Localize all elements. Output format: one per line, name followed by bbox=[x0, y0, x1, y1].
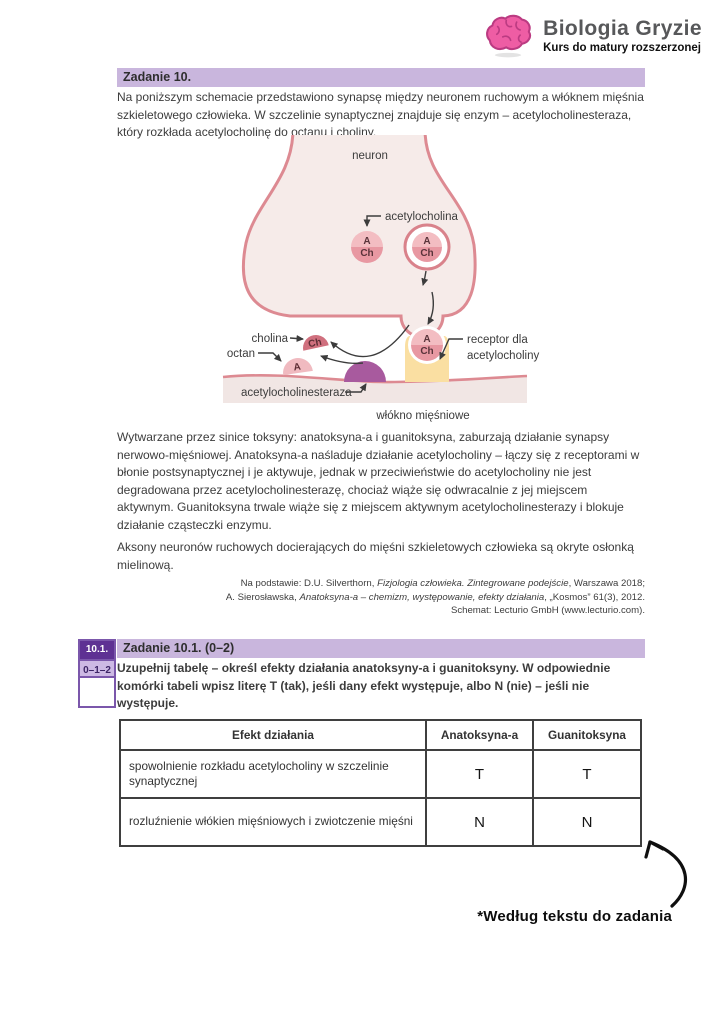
col-header-anatoksyna: Anatoksyna-a bbox=[425, 719, 534, 751]
citation-text: , „Kosmos” 61(3), 2012. bbox=[544, 591, 645, 603]
answer-cell-anatoksyna[interactable]: T bbox=[425, 749, 534, 799]
answer-cell-guanitoksyna[interactable]: N bbox=[532, 797, 642, 847]
source-citation: Na podstawie: D.U. Silverthorn, Fizjolog… bbox=[117, 577, 645, 618]
task10-axons-paragraph: Aksony neuronów ruchowych docierających … bbox=[117, 540, 634, 572]
citation-text: A. Sierosławska, bbox=[225, 591, 300, 603]
annotation-arrow bbox=[644, 840, 688, 908]
answer-table: Efekt działania Anatoksyna-a Guanitoksyn… bbox=[119, 719, 642, 847]
citation-text: Na podstawie: D.U. Silverthorn, bbox=[240, 578, 378, 589]
svg-text:A: A bbox=[423, 236, 430, 247]
muscle-band bbox=[223, 375, 527, 403]
citation-line-3: Schemat: Lecturio GmbH (www.lecturio.com… bbox=[450, 605, 645, 617]
label-receptor-1: receptor dla bbox=[467, 334, 528, 346]
citation-text: , Warszawa 2018; bbox=[568, 578, 645, 589]
badge-points-scale: 0–1–2 bbox=[80, 659, 114, 678]
svg-text:A: A bbox=[423, 334, 430, 345]
effect-cell: rozluźnienie włókien mięśniowych i zwiot… bbox=[119, 797, 427, 847]
col-header-guanitoksyna: Guanitoksyna bbox=[532, 719, 642, 751]
label-acetylocholinesteraza: acetylocholinesteraza bbox=[241, 387, 352, 399]
effect-cell: spowolnienie rozkładu acetylocholiny w s… bbox=[119, 749, 427, 799]
label-octan: octan bbox=[227, 348, 255, 360]
col-header-effect: Efekt działania bbox=[119, 719, 427, 751]
answer-cell-guanitoksyna[interactable]: T bbox=[532, 749, 642, 799]
label-acetylocholina: acetylocholina bbox=[385, 211, 458, 223]
task101-header-banner: Zadanie 10.1. (0–2) bbox=[117, 639, 645, 658]
octan-molecule: A bbox=[283, 358, 313, 376]
svg-text:Ch: Ch bbox=[420, 346, 433, 357]
brain-icon bbox=[486, 14, 532, 58]
table-header-row: Efekt działania Anatoksyna-a Guanitoksyn… bbox=[119, 719, 642, 751]
answer-cell-anatoksyna[interactable]: N bbox=[425, 797, 534, 847]
label-receptor-2: acetylocholiny bbox=[467, 350, 539, 362]
task10-toxins-paragraph: Wytwarzane przez sinice toksyny: anatoks… bbox=[117, 430, 640, 532]
cholina-molecule: Ch bbox=[303, 335, 329, 351]
muscle-membrane-line bbox=[222, 374, 528, 384]
acetylcholinesterase-shape bbox=[344, 361, 386, 382]
logo-subtitle: Kurs do matury rozszerzonej bbox=[543, 42, 701, 54]
ach-vesicle-free: A Ch bbox=[351, 231, 383, 263]
logo-text: Biologia Gryzie Kurs do matury rozszerzo… bbox=[543, 17, 702, 55]
svg-text:Ch: Ch bbox=[307, 337, 322, 351]
task101-command: Uzupełnij tabelę – określ efekty działan… bbox=[117, 661, 611, 711]
citation-italic: Anatoksyna-a – chemizm, występowanie, ef… bbox=[299, 591, 545, 603]
svg-text:A: A bbox=[363, 236, 370, 247]
diagram-arrows bbox=[258, 215, 463, 393]
task10-intro: Na poniższym schemacie przedstawiono syn… bbox=[117, 90, 644, 140]
label-cholina: cholina bbox=[252, 333, 289, 345]
citation-italic: Fizjologia człowieka. Zintegrowane podej… bbox=[377, 578, 569, 589]
svg-text:A: A bbox=[293, 362, 302, 374]
label-neuron: neuron bbox=[352, 150, 388, 162]
citation-line-2: A. Sierosławska, Anatoksyna-a – chemizm,… bbox=[117, 591, 645, 605]
footnote-annotation: *Według tekstu do zadania bbox=[477, 908, 672, 925]
table-row: rozluźnienie włókien mięśniowych i zwiot… bbox=[119, 797, 642, 847]
synapse-diagram: Ch A A Ch A Ch A Ch bbox=[222, 135, 540, 422]
ach-vesicle-ringed: A Ch bbox=[403, 223, 451, 271]
table-row: spowolnienie rozkładu acetylocholiny w s… bbox=[119, 749, 642, 799]
task10-header-banner: Zadanie 10. bbox=[117, 68, 645, 87]
site-logo: Biologia Gryzie Kurs do matury rozszerzo… bbox=[482, 11, 702, 61]
svg-text:Ch: Ch bbox=[360, 248, 373, 259]
ach-on-receptor: A Ch bbox=[408, 326, 446, 364]
svg-text:Ch: Ch bbox=[420, 248, 433, 259]
badge-score-box bbox=[80, 678, 114, 706]
logo-title: Biologia Gryzie bbox=[543, 17, 702, 40]
badge-task-number: 10.1. bbox=[80, 641, 114, 659]
label-wlokno: włókno mięśniowe bbox=[375, 410, 469, 422]
diagram-labels: neuron acetylocholina cholina octan acet… bbox=[227, 150, 540, 422]
citation-line-1: Na podstawie: D.U. Silverthorn, Fizjolog… bbox=[117, 577, 645, 591]
score-badge: 10.1. 0–1–2 bbox=[78, 639, 116, 708]
